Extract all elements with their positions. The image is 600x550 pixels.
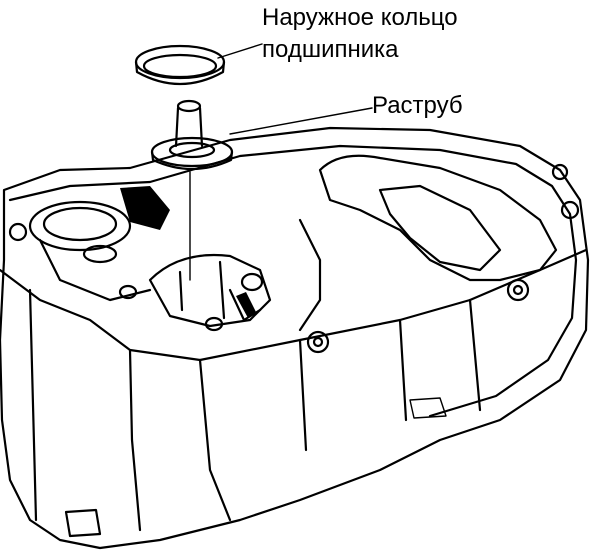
label-nozzle: Раструб (372, 92, 463, 119)
leader-line-outer-ring (217, 43, 263, 59)
inner-cavity (298, 154, 558, 332)
label-bearing-outer-ring-line-1: Наружное кольцо (262, 4, 458, 31)
label-bearing-outer-ring-line-2: подшипника (262, 36, 399, 63)
leader-line-nozzle (229, 107, 373, 135)
central-mechanism (118, 253, 272, 332)
seal-opening (28, 186, 170, 302)
bearing-outer-ring (134, 44, 226, 86)
mounting-bosses (8, 163, 580, 354)
housing-body (0, 126, 590, 550)
